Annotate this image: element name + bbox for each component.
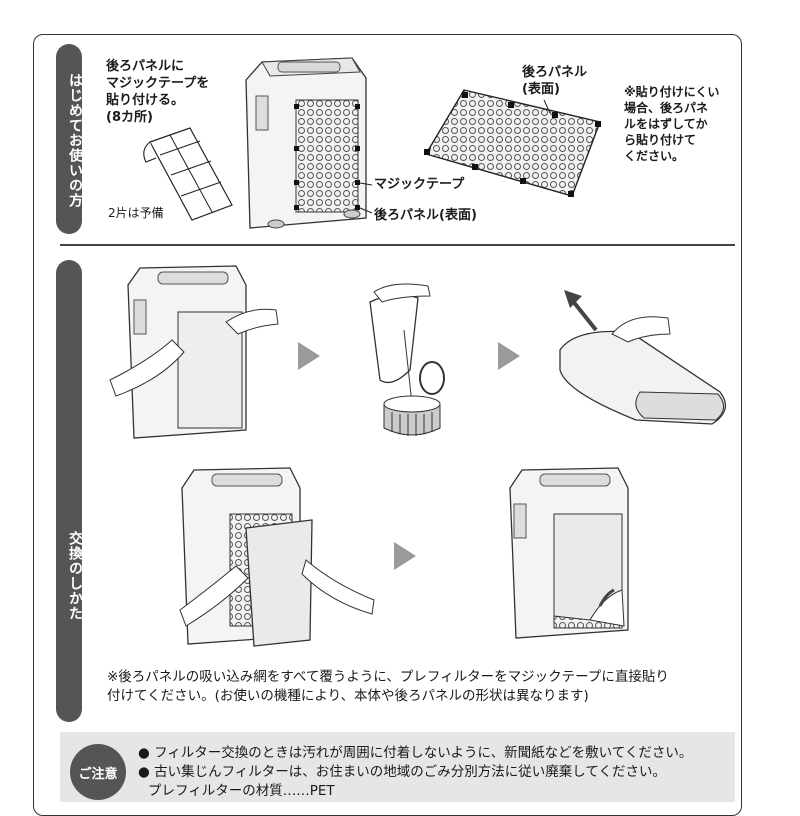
step2-illustration — [369, 283, 445, 436]
tape-sheet-illustration — [143, 127, 233, 221]
purifier-back-illustration — [245, 57, 373, 229]
caution-item: ● 古い集じんフィルターは、お住まいの地域のごみ分別方法に従い廃棄してください。 — [138, 764, 666, 780]
step5-illustration — [509, 467, 629, 639]
first-use-instruction: 後ろパネルに マジックテープを 貼り付ける。 (8カ所) — [106, 59, 210, 125]
tab-replace: 交換のしかた — [56, 260, 83, 722]
spare-note: 2片は予備 — [108, 206, 164, 220]
label-back-panel-front: 後ろパネル(表面) — [374, 208, 477, 223]
caution-material: プレフィルターの材質……PET — [148, 783, 335, 799]
arrow-right-icon — [394, 542, 416, 570]
caution-badge: ご注意 — [70, 744, 126, 800]
arrow-right-icon — [498, 342, 520, 370]
caution-box — [60, 732, 735, 802]
back-panel-illustration — [424, 89, 601, 197]
side-note: ※貼り付けにくい 場合、後ろパネ ルをはずしてか ら貼り付けて ください。 — [624, 85, 720, 163]
step1-illustration — [109, 265, 279, 439]
section-divider — [60, 244, 735, 246]
label-magic-tape: マジックテープ — [374, 177, 465, 192]
replace-note: ※後ろパネルの吸い込み網をすべて覆うように、プレフィルターをマジックテープに直接… — [107, 669, 669, 704]
label-back-panel-top: 後ろパネル (表面) — [522, 65, 588, 97]
step4-illustration — [179, 467, 375, 647]
arrow-right-icon — [298, 342, 320, 370]
tab-first-use: はじめてお使いの方 — [56, 44, 83, 234]
caution-item: ● フィルター交換のときは汚れが周囲に付着しないように、新聞紙などを敷いてくださ… — [138, 745, 693, 761]
step3-illustration — [559, 290, 727, 425]
